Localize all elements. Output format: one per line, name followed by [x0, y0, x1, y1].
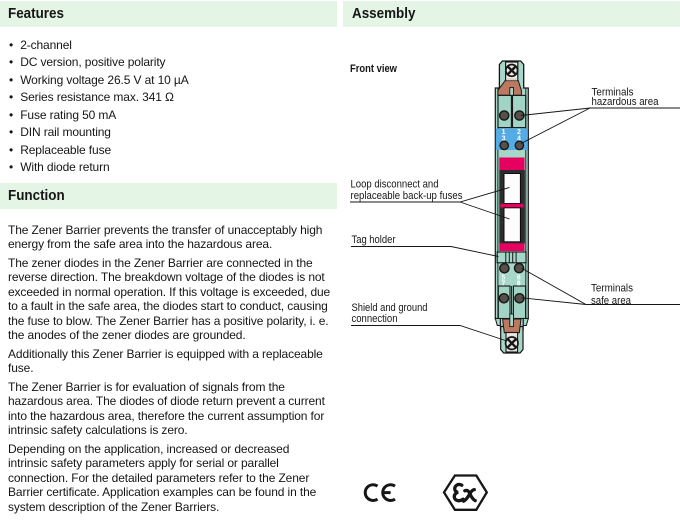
svg-text:safe area: safe area [591, 295, 632, 307]
svg-text:3: 3 [502, 135, 506, 142]
svg-text:1: 1 [502, 129, 506, 136]
svg-text:Tag holder: Tag holder [352, 234, 396, 246]
svg-text:5: 5 [501, 274, 505, 281]
svg-text:hazardous area: hazardous area [592, 96, 660, 108]
svg-text:4: 4 [517, 135, 521, 142]
svg-text:Terminals: Terminals [592, 86, 634, 98]
svg-text:7: 7 [501, 280, 505, 287]
svg-text:6: 6 [517, 274, 521, 281]
svg-text:2: 2 [517, 129, 521, 136]
svg-text:replaceable back-up fuses: replaceable back-up fuses [351, 190, 463, 202]
svg-text:Front view: Front view [350, 63, 397, 75]
svg-text:8: 8 [517, 280, 521, 287]
svg-text:Loop disconnect and: Loop disconnect and [351, 178, 439, 190]
svg-text:connection: connection [352, 313, 398, 325]
svg-text:Shield and ground: Shield and ground [352, 302, 428, 314]
svg-text:Terminals: Terminals [591, 283, 633, 295]
